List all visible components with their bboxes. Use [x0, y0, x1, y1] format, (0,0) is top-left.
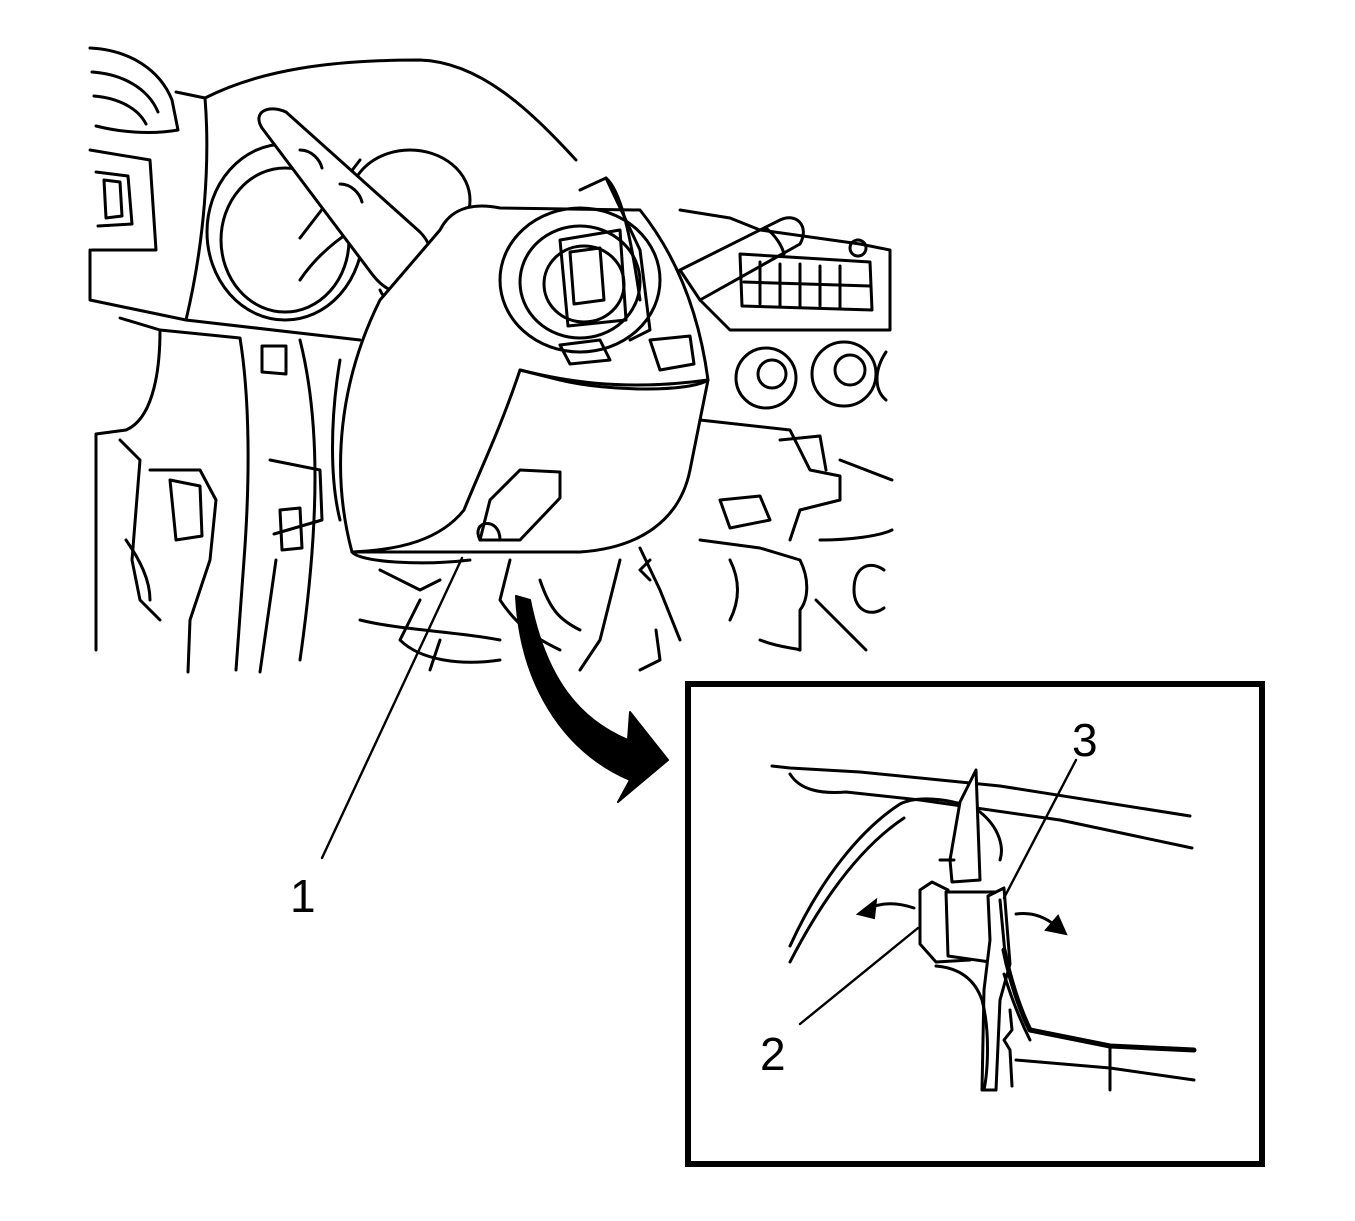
direction-arrow	[515, 595, 669, 803]
lower-left-trim-panel	[94, 316, 342, 674]
under-column-wiring	[358, 558, 582, 672]
callout-3: 3	[1072, 714, 1098, 766]
callout-2: 2	[760, 1028, 786, 1080]
spread-arrow-left	[855, 897, 916, 920]
leader-line-1	[320, 556, 464, 860]
leader-line-2	[798, 926, 920, 1026]
center-radio-panel	[678, 208, 892, 410]
callout-1: 1	[290, 870, 316, 922]
steering-column-shroud	[339, 204, 710, 565]
dashboard-steering-column-view	[88, 46, 894, 803]
ignition-lock-cylinder	[498, 176, 696, 372]
detail-inset	[685, 681, 1265, 1167]
leader-line-3	[1002, 758, 1078, 900]
lower-right-components	[578, 418, 894, 672]
left-air-vent	[88, 46, 180, 252]
spread-arrow-right	[1014, 912, 1068, 936]
callouts: 1 2 3	[290, 556, 1098, 1080]
